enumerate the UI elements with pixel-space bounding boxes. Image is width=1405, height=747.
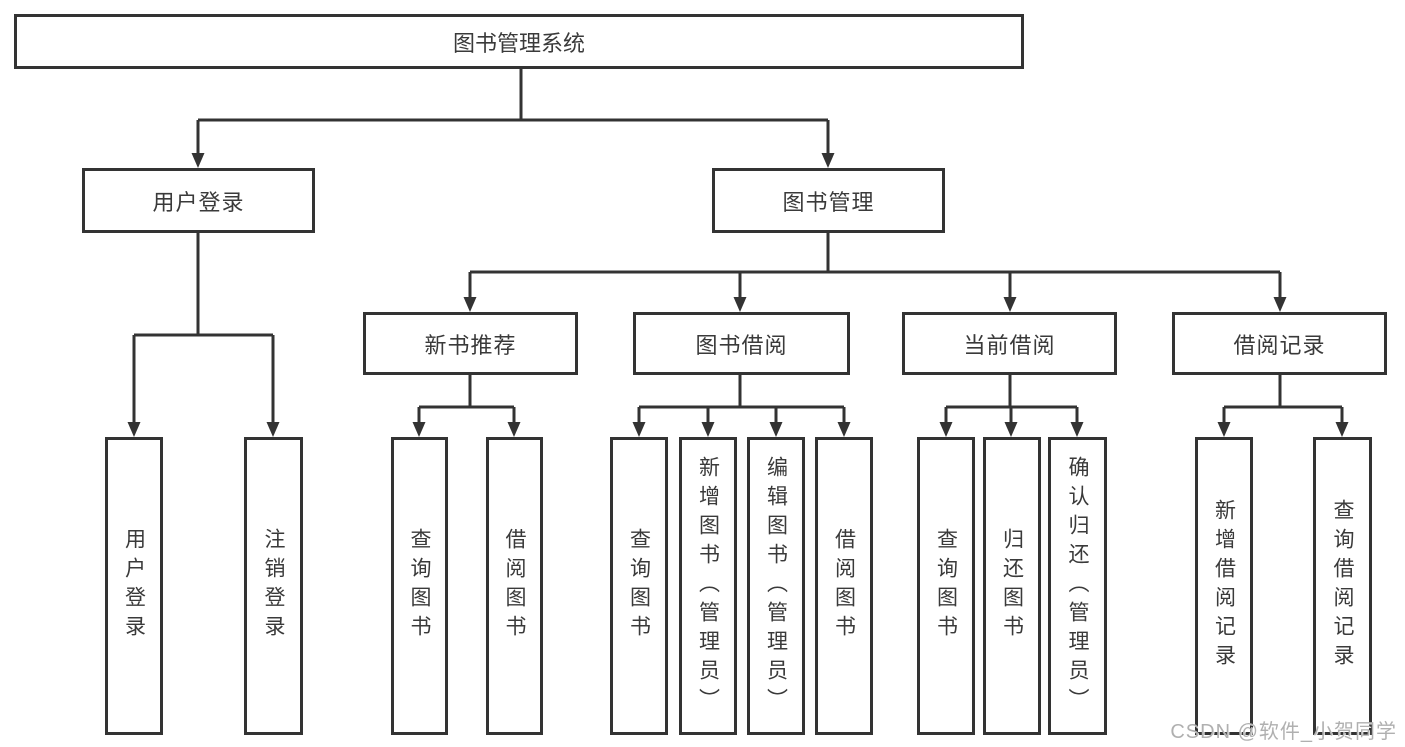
leaf-borrow-query-books-label: 查询图书 — [627, 528, 651, 644]
leaf-recommend-query-books: 查询图书 — [391, 437, 448, 735]
arrowhead-icon — [191, 153, 205, 168]
leaf-recommend-borrow-books-label: 借阅图书 — [503, 528, 526, 644]
node-borrow-records-label: 借阅记录 — [1233, 332, 1326, 358]
leaf-add-book-admin: 新增图书（管理员） — [679, 437, 737, 735]
node-current-borrow: 当前借阅 — [902, 312, 1117, 375]
arrowhead-icon — [412, 422, 426, 437]
leaf-user-login: 用户登录 — [105, 437, 163, 735]
node-current-borrow-label: 当前借阅 — [963, 332, 1056, 358]
leaf-logout-label: 注销登录 — [262, 528, 285, 644]
leaf-user-login-label: 用户登录 — [122, 528, 146, 644]
leaf-query-borrow-record-label: 查询借阅记录 — [1331, 499, 1354, 673]
leaf-borrow-query-books: 查询图书 — [610, 437, 668, 735]
arrowhead-icon — [1217, 422, 1231, 437]
leaf-confirm-return-admin: 确认归还（管理员） — [1048, 437, 1107, 735]
node-new-book-recommend-label: 新书推荐 — [424, 332, 517, 358]
arrowhead-icon — [837, 422, 851, 437]
leaf-add-borrow-record-label: 新增借阅记录 — [1212, 499, 1236, 673]
arrowhead-icon — [733, 297, 747, 312]
arrowhead-icon — [1335, 422, 1349, 437]
leaf-logout: 注销登录 — [244, 437, 303, 735]
arrowhead-icon — [1273, 297, 1287, 312]
leaf-add-book-admin-label: 新增图书（管理员） — [696, 455, 720, 717]
leaf-return-book: 归还图书 — [983, 437, 1041, 735]
arrowhead-icon — [701, 422, 715, 437]
node-user-login-label: 用户登录 — [152, 189, 245, 215]
leaf-edit-book-admin-label: 编辑图书（管理员） — [764, 455, 788, 717]
node-book-management: 图书管理 — [712, 168, 945, 233]
arrowhead-icon — [1003, 297, 1017, 312]
leaf-query-borrow-record: 查询借阅记录 — [1313, 437, 1372, 735]
leaf-current-query-books: 查询图书 — [917, 437, 975, 735]
arrowhead-icon — [507, 422, 521, 437]
leaf-borrow-borrow-books: 借阅图书 — [815, 437, 873, 735]
leaf-edit-book-admin: 编辑图书（管理员） — [747, 437, 805, 735]
node-book-borrow-label: 图书借阅 — [695, 332, 788, 358]
node-borrow-records: 借阅记录 — [1172, 312, 1387, 375]
arrowhead-icon — [266, 422, 280, 437]
arrowhead-icon — [463, 297, 477, 312]
arrowhead-icon — [1004, 422, 1018, 437]
leaf-current-query-books-label: 查询图书 — [934, 528, 958, 644]
node-book-borrow: 图书借阅 — [633, 312, 850, 375]
arrowhead-icon — [632, 422, 646, 437]
node-root-label: 图书管理系统 — [452, 30, 585, 56]
node-user-login: 用户登录 — [82, 168, 315, 233]
arrowhead-icon — [769, 422, 783, 437]
arrowhead-icon — [127, 422, 141, 437]
leaf-borrow-borrow-books-label: 借阅图书 — [832, 528, 856, 644]
leaf-add-borrow-record: 新增借阅记录 — [1195, 437, 1253, 735]
arrowhead-icon — [1070, 422, 1084, 437]
node-book-management-label: 图书管理 — [782, 189, 875, 215]
arrowhead-icon — [821, 153, 835, 168]
arrowhead-icon — [939, 422, 953, 437]
leaf-recommend-query-books-label: 查询图书 — [408, 528, 431, 644]
leaf-confirm-return-admin-label: 确认归还（管理员） — [1066, 455, 1089, 717]
node-root: 图书管理系统 — [14, 14, 1024, 69]
leaf-return-book-label: 归还图书 — [1000, 528, 1024, 644]
leaf-recommend-borrow-books: 借阅图书 — [486, 437, 543, 735]
node-new-book-recommend: 新书推荐 — [363, 312, 578, 375]
